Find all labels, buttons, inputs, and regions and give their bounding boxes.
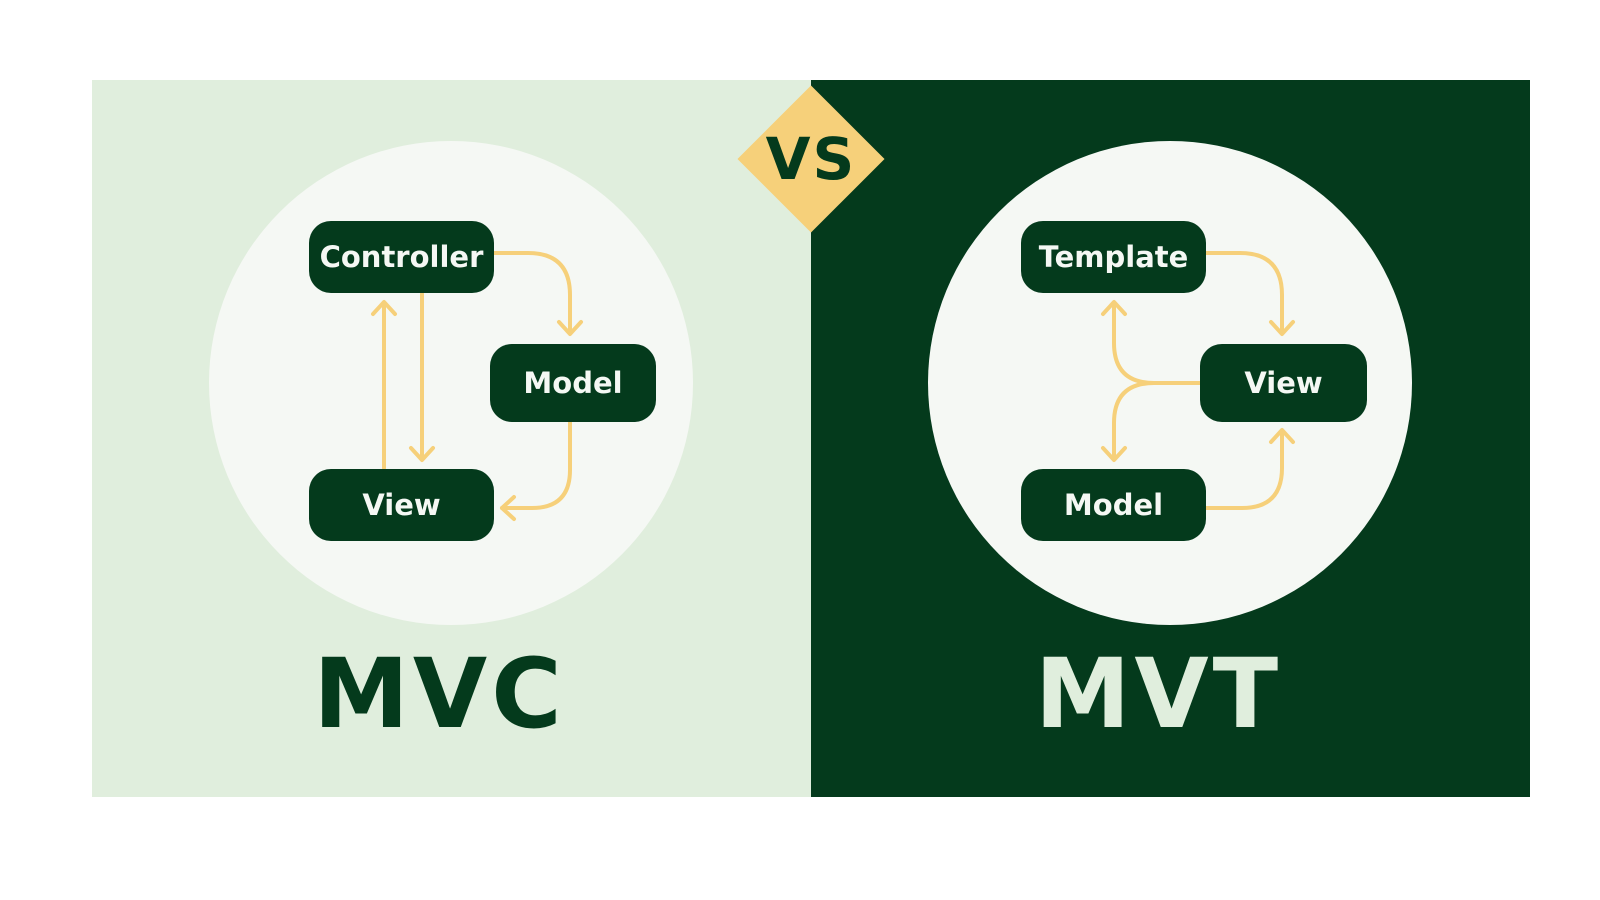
mvc-node-model-label: Model <box>523 366 623 400</box>
mvc-node-controller: Controller <box>309 221 494 293</box>
mvt-node-model-label: Model <box>1063 488 1164 522</box>
mvt-panel: MVT <box>811 80 1530 797</box>
mvc-node-view: View <box>309 469 494 541</box>
mvt-node-template-label: Template <box>1038 240 1189 274</box>
mvt-title: MVT <box>1034 638 1283 750</box>
mvc-title: MVC <box>313 638 566 750</box>
mvt-node-template: Template <box>1021 221 1206 293</box>
mvc-node-view-label: View <box>362 488 441 522</box>
vs-label: VS <box>765 125 857 193</box>
mvt-node-view-label: View <box>1244 366 1323 400</box>
mvt-node-view: View <box>1200 344 1367 422</box>
vs-badge: VS <box>735 83 887 235</box>
mvc-panel: MVC <box>92 80 811 797</box>
mvt-node-model: Model <box>1021 469 1206 541</box>
mvc-node-model: Model <box>490 344 656 422</box>
mvc-node-controller-label: Controller <box>319 240 484 274</box>
